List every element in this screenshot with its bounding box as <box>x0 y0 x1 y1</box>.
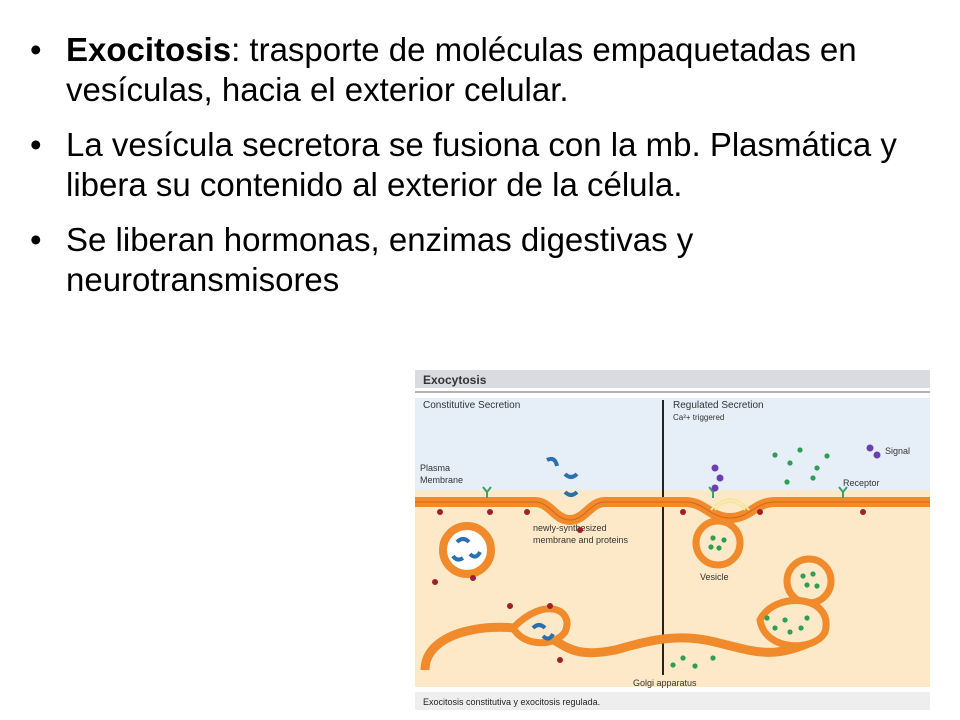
granule <box>710 535 716 541</box>
cytoplasm <box>415 490 930 687</box>
granule <box>716 545 722 551</box>
membrane-protein <box>487 509 493 515</box>
membrane-protein <box>757 509 763 515</box>
vesicle-label: Vesicle <box>700 572 729 582</box>
granule <box>692 663 698 669</box>
constitutive-vesicle <box>439 522 495 578</box>
plasma-membrane-line <box>415 501 930 521</box>
granule <box>787 629 793 635</box>
bullet-term: Exocitosis <box>66 31 232 68</box>
bullet-text: La vesícula secretora se fusiona con la … <box>66 126 897 203</box>
granule <box>814 465 820 471</box>
caption-bar <box>415 692 930 710</box>
protein-mark <box>468 551 482 559</box>
receptor-icon <box>838 486 848 498</box>
newly-label-1: newly-synthesized <box>533 523 607 533</box>
bullet-text: Se liberan hormonas, enzimas digestivas … <box>66 221 694 298</box>
granule <box>804 615 810 621</box>
protein-mark <box>451 554 465 562</box>
secretory-vesicle <box>783 555 835 607</box>
plasma-label-2: Membrane <box>420 475 463 485</box>
granule <box>804 582 810 588</box>
extracellular-space <box>415 398 930 490</box>
granule <box>772 625 778 631</box>
plasma-label-1: Plasma <box>420 463 450 473</box>
secretory-vesicle <box>692 517 744 569</box>
newly-label-2: membrane and proteins <box>533 535 629 545</box>
membrane-protein <box>680 509 686 515</box>
protein-mark <box>563 472 579 479</box>
granule-group <box>670 447 830 669</box>
bullet-fusion: • La vesícula secretora se fusiona con l… <box>30 125 940 205</box>
signal-molecule <box>711 484 719 492</box>
golgi-bud <box>756 597 830 650</box>
protein-mark <box>541 633 555 641</box>
granule <box>764 615 770 621</box>
signal-molecule <box>873 451 881 459</box>
membrane-protein <box>437 509 443 515</box>
right-subheader: Ca²+ triggered <box>673 413 724 422</box>
membrane-protein <box>432 579 438 585</box>
protein-mark <box>531 623 547 630</box>
diagram-title: Exocytosis <box>423 373 487 387</box>
granule <box>814 583 820 589</box>
granule <box>710 655 716 661</box>
golgi-label: Golgi apparatus <box>633 678 697 688</box>
title-band <box>415 370 930 388</box>
granule <box>708 544 714 550</box>
membrane-protein <box>470 575 476 581</box>
protein-mark <box>563 490 579 497</box>
granule <box>824 453 830 459</box>
granule <box>721 537 727 543</box>
signal-molecule <box>716 474 724 482</box>
release-arc <box>710 498 750 511</box>
right-header: Regulated Secretion <box>673 400 764 411</box>
granule <box>810 475 816 481</box>
membrane-protein <box>557 657 563 663</box>
bullet-released: • Se liberan hormonas, enzimas digestiva… <box>30 220 940 300</box>
figure-caption: Exocitosis constitutiva y exocitosis reg… <box>423 697 600 707</box>
signal-molecule <box>866 444 874 452</box>
granule <box>772 452 778 458</box>
protein-mark <box>455 537 471 544</box>
bullet-dot: • <box>30 31 42 68</box>
membrane-protein <box>507 603 513 609</box>
bullet-text: : trasporte de moléculas empaquetadas en… <box>66 31 857 108</box>
granule <box>782 617 788 623</box>
granule <box>797 447 803 453</box>
signal-label: Signal <box>885 446 910 456</box>
membrane-protein <box>547 603 553 609</box>
receptor-label: Receptor <box>843 478 880 488</box>
left-header: Constitutive Secretion <box>423 400 520 411</box>
granule <box>784 479 790 485</box>
protein-mark <box>546 456 559 467</box>
exocytosis-diagram: Exocytosis Constitutive Secretion Regula… <box>415 370 930 710</box>
granule <box>800 573 806 579</box>
bullet-list: • Exocitosis: trasporte de moléculas emp… <box>30 30 940 315</box>
granule <box>787 460 793 466</box>
granule <box>810 571 816 577</box>
membrane-protein <box>860 509 866 515</box>
membrane-protein <box>577 527 583 533</box>
granule <box>670 662 676 668</box>
bullet-dot: • <box>30 126 42 163</box>
receptor-icon <box>482 486 492 498</box>
membrane-protein <box>524 509 530 515</box>
granule <box>798 625 804 631</box>
release-arc <box>714 501 746 511</box>
bullet-exocitosis: • Exocitosis: trasporte de moléculas emp… <box>30 30 940 110</box>
signal-molecule <box>711 464 719 472</box>
granule <box>680 655 686 661</box>
marker-group <box>432 444 881 663</box>
bullet-dot: • <box>30 221 42 258</box>
